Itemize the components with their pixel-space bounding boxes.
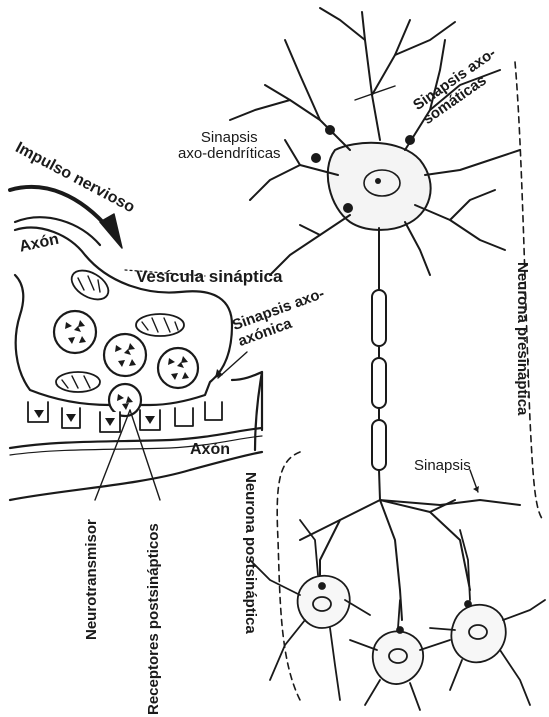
postsynaptic-neurons [250,520,545,710]
presynaptic-soma [328,143,431,230]
arrow-head [100,214,122,248]
label-neurona-postsinaptica: Neurona postsináptica [242,472,258,634]
label-neurona-presinaptica: Neurona presináptica [514,262,530,415]
label-receptores-postsinapticos: Receptores postsinápticos [146,523,162,715]
label-vesicula-sinaptica: Vesícula sináptica [136,268,282,286]
presynaptic-terminal [15,228,232,405]
label-neurotransmisor: Neurotransmisor [84,519,100,640]
label-sinapsis: Sinapsis [414,458,471,474]
label-sinapsis-axo-dendriticas: Sinapsis axo-dendríticas [178,130,281,162]
label-axon-bottom: Axón [190,442,230,459]
